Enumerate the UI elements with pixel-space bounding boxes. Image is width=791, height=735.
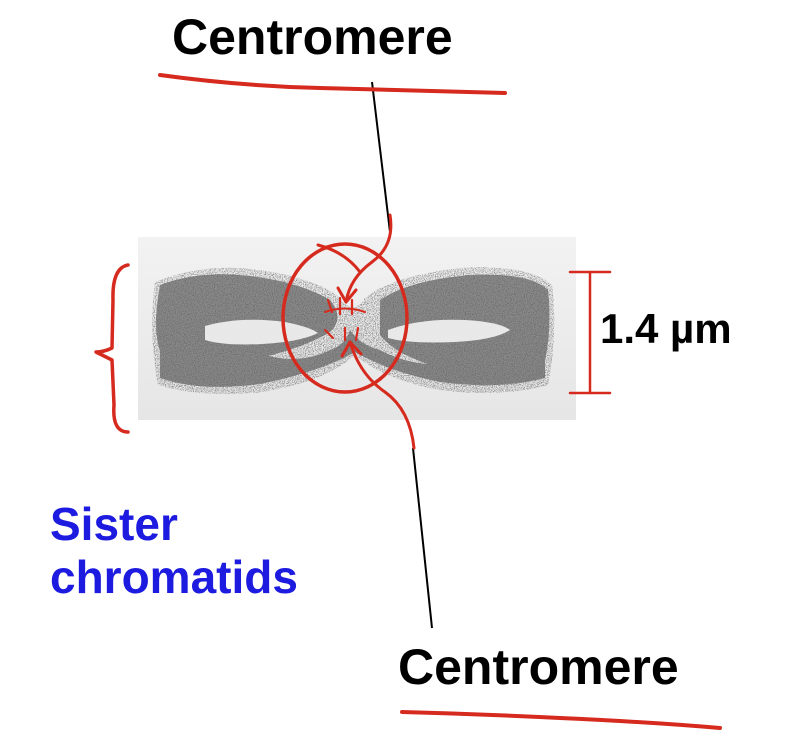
scale-label: 1.4 µm [600, 305, 732, 352]
centromere-arrows [316, 213, 416, 450]
centromere-label-top: Centromere [172, 9, 453, 65]
sister-bracket [94, 263, 130, 434]
sister-label-line2: chromatids [50, 550, 298, 603]
centromere-circle [281, 242, 409, 394]
leader-line-top [371, 81, 391, 233]
chromatin-mass [152, 267, 555, 394]
chromatid-gap-left [205, 319, 318, 345]
sister-label-line1: Sister [50, 498, 178, 550]
centromere-label-bottom: Centromere [398, 639, 679, 695]
underline-bottom [400, 710, 722, 730]
sister-chromatids-label: Sister chromatids [50, 498, 298, 604]
leader-line-bottom [412, 447, 433, 629]
chromatid-gap-right [388, 319, 510, 343]
underline-top [158, 73, 507, 95]
scale-bar [568, 270, 612, 395]
